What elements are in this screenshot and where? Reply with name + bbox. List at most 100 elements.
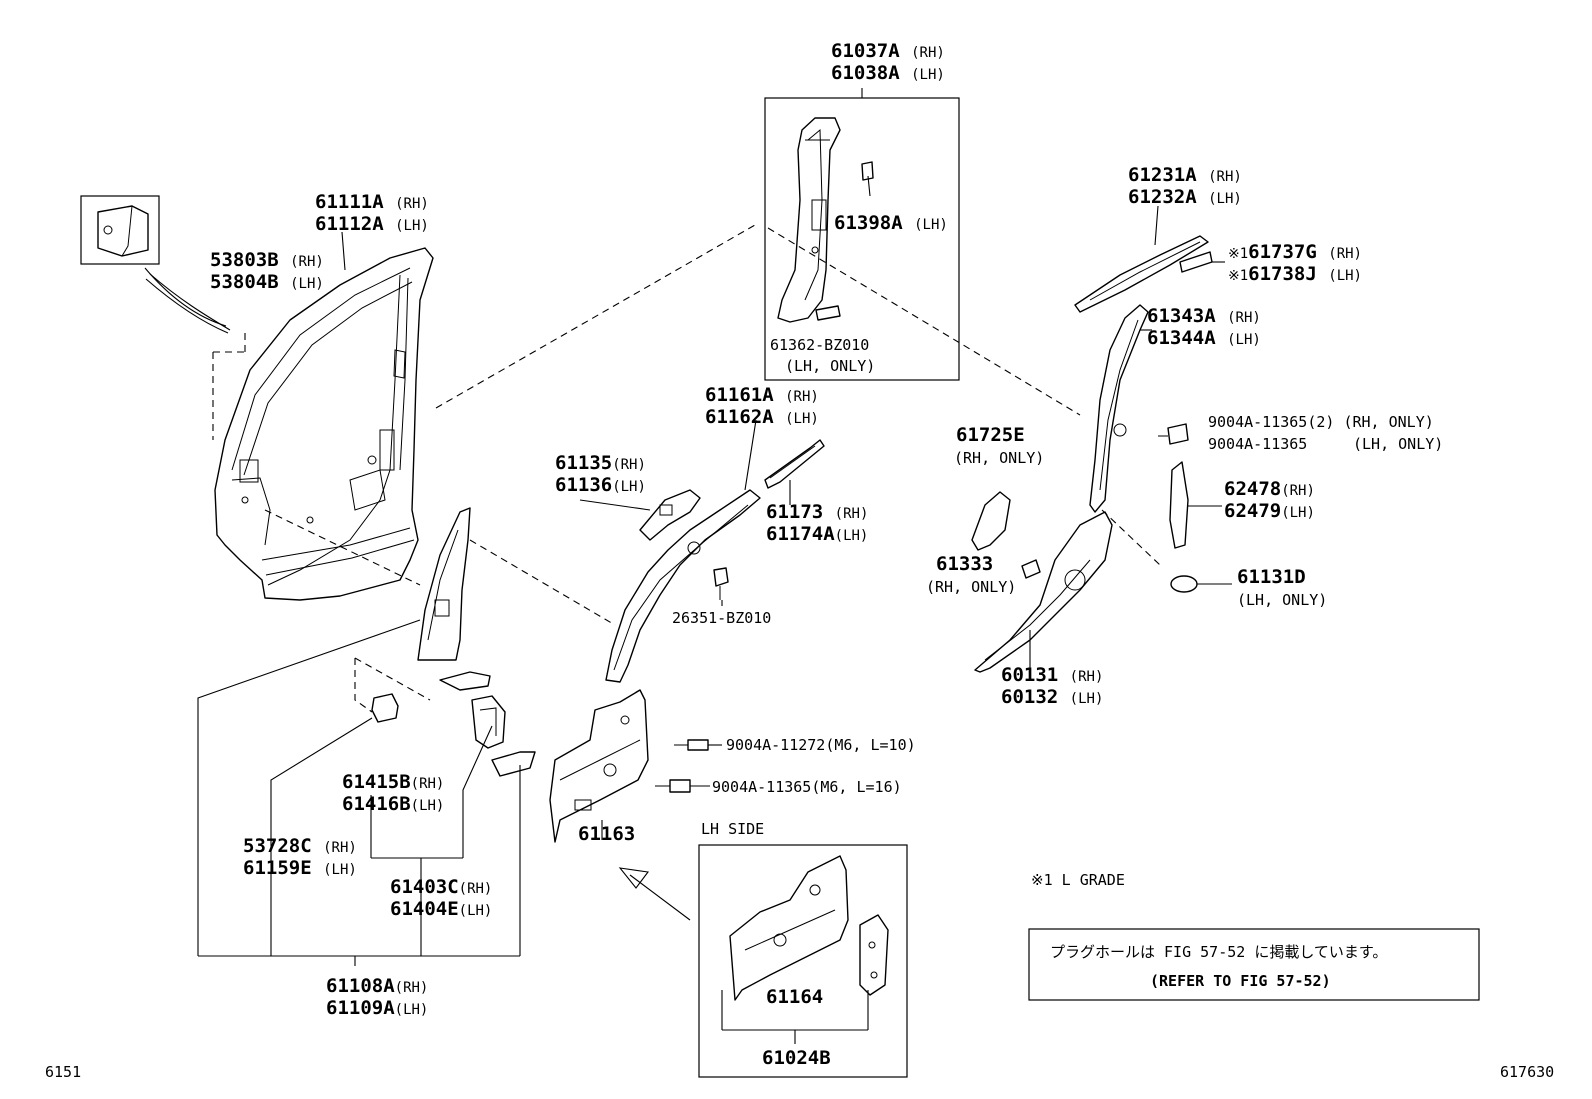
notice-box <box>1028 928 1480 1001</box>
assembly-line-5 <box>1101 509 1161 566</box>
label-61037: 61037A (RH) <box>831 40 945 62</box>
notice-jp: プラグホールは FIG 57-52 に掲載しています。 <box>1050 943 1387 961</box>
label-9004d: 9004A-11365(M6, L=16) <box>712 778 902 796</box>
label-61161: 61161A (RH) <box>705 384 819 406</box>
label-61343: 61343A (RH) <box>1147 305 1261 327</box>
inset-detail-box <box>80 195 160 265</box>
label-61738: ※161738J (LH) <box>1228 263 1362 285</box>
label-26351: 26351-BZ010 <box>672 609 771 627</box>
wheelhouse-60131-shape <box>974 511 1113 673</box>
bracket-61108-lower-shape <box>491 751 536 777</box>
footer-left: 6151 <box>45 1063 81 1081</box>
leader-61135 <box>579 499 651 511</box>
label-53728: 53728C (RH) <box>243 835 357 857</box>
label-61415: 61415B(RH) <box>342 771 444 793</box>
small-plate-shape <box>861 161 874 181</box>
dash-panel-61164-shape <box>729 855 849 1001</box>
label-61136: 61136(LH) <box>555 474 646 496</box>
label-61163: 61163 <box>578 823 635 845</box>
dash-panel-61163-shape <box>549 689 649 843</box>
bracket-61135-shape <box>639 489 701 541</box>
label-61038: 61038A (LH) <box>831 62 945 84</box>
assembly-line-3 <box>264 509 421 586</box>
label-61173: 61173 (RH) <box>766 501 868 523</box>
bracket-icon <box>97 205 149 257</box>
lh-side-box <box>698 844 908 1078</box>
bolt-11365-rh-icon <box>1158 423 1189 445</box>
front-pillar-outer-shape <box>214 247 434 601</box>
assembly-line-4 <box>469 539 616 626</box>
grade-note: ※1 L GRADE <box>1031 871 1125 889</box>
small-clip-shape <box>815 305 841 321</box>
bolt-11272-icon <box>674 739 709 751</box>
label-61416: 61416B(LH) <box>342 793 444 815</box>
label-61232: 61232A (LH) <box>1128 186 1242 208</box>
notice-en: (REFER TO FIG 57-52) <box>1150 972 1331 990</box>
label-62479: 62479(LH) <box>1224 500 1315 522</box>
label-60132: 60132 (LH) <box>1001 686 1103 708</box>
label-61231: 61231A (RH) <box>1128 164 1242 186</box>
label-53803: 53803B (RH) <box>210 249 324 271</box>
label-9004b-sfx: (LH, ONLY) <box>1353 435 1443 453</box>
label-61362-sfx: (LH, ONLY) <box>785 357 875 375</box>
label-61403: 61403C(RH) <box>390 876 492 898</box>
assembly-line-2 <box>767 227 1081 416</box>
leader-61398 <box>867 175 871 197</box>
roof-rail-61231-shape <box>1074 235 1209 313</box>
reinforcement-61415-shape <box>439 671 491 691</box>
leader-61111 <box>341 231 346 271</box>
label-61362: 61362-BZ010 <box>770 336 869 354</box>
footer-right: 617630 <box>1500 1063 1554 1081</box>
label-53804: 53804B (LH) <box>210 271 324 293</box>
label-lh-side: LH SIDE <box>701 820 764 838</box>
rear-pillar-shape <box>1089 304 1149 513</box>
inset-arrow-head <box>144 267 229 334</box>
label-61333: 61333 <box>936 553 993 575</box>
pillar-reinforcement-shape <box>605 489 761 683</box>
label-9004c: 9004A-11272(M6, L=10) <box>726 736 916 754</box>
label-61725: 61725E <box>956 424 1025 446</box>
center-pillar-lower-shape <box>417 507 471 661</box>
label-61108: 61108A(RH) <box>326 975 428 997</box>
label-61725-sfx: (RH, ONLY) <box>954 449 1044 467</box>
label-61164: 61164 <box>766 986 823 1008</box>
bracket-53728-shape <box>371 693 399 723</box>
label-62478: 62478(RH) <box>1224 478 1315 500</box>
bracket-61725-shape <box>971 491 1011 551</box>
inset-arrow <box>149 273 231 331</box>
label-61174: 61174A(LH) <box>766 523 868 545</box>
label-61162: 61162A (LH) <box>705 406 819 428</box>
label-9004a: 9004A-11365(2) (RH, ONLY) <box>1208 413 1434 431</box>
plate-61333-shape <box>1021 559 1041 579</box>
label-61404: 61404E(LH) <box>390 898 492 920</box>
label-61111: 61111A (RH) <box>315 191 429 213</box>
leader-61231 <box>1154 205 1159 246</box>
plate-61024-shape <box>859 914 889 996</box>
center-pillar-inner-shape <box>777 117 841 323</box>
leader-tree-61024 <box>721 990 869 1044</box>
assembly-line-7 <box>354 657 431 713</box>
bolt-11365-icon <box>655 779 691 793</box>
label-9004b: 9004A-11365 <box>1208 435 1307 453</box>
label-61737: ※161737G (RH) <box>1228 241 1362 263</box>
leader-tree-61108 <box>197 619 521 966</box>
label-60131: 60131 (RH) <box>1001 664 1103 686</box>
label-61131: 61131D <box>1237 566 1306 588</box>
clip-26351-shape <box>713 567 729 600</box>
part-62478-shape <box>1169 461 1189 549</box>
bracket-61403-shape <box>471 695 506 749</box>
label-61344: 61344A (LH) <box>1147 327 1261 349</box>
label-61131-sfx: (LH, ONLY) <box>1237 591 1327 609</box>
label-61135: 61135(RH) <box>555 452 646 474</box>
label-61024: 61024B <box>762 1047 831 1069</box>
label-61159: 61159E (LH) <box>243 857 357 879</box>
label-61109: 61109A(LH) <box>326 997 428 1019</box>
plug-61131-icon <box>1170 575 1198 593</box>
leader-61161 <box>744 419 757 491</box>
label-61333-sfx: (RH, ONLY) <box>926 578 1016 596</box>
assembly-line-6 <box>212 328 246 440</box>
lh-side-arrow <box>618 867 691 921</box>
label-61112: 61112A (LH) <box>315 213 429 235</box>
label-61398: 61398A (LH) <box>834 212 948 234</box>
